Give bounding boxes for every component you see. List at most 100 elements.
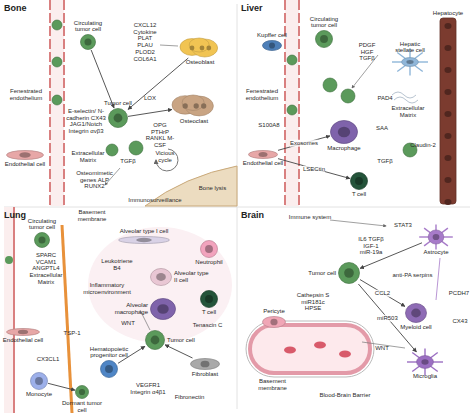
annotation-label: TSP-1 bbox=[60, 330, 84, 337]
cell-body bbox=[101, 361, 118, 378]
cell-nucleus bbox=[444, 45, 451, 51]
cell-nucleus bbox=[201, 103, 206, 108]
cell-label: Circulating tumor cell bbox=[25, 218, 59, 231]
blood-vessel bbox=[250, 325, 370, 373]
panel-title: Brain bbox=[241, 210, 264, 220]
hepatocyte-band bbox=[440, 18, 456, 204]
annotation-label: WNT bbox=[118, 320, 138, 327]
arrow-connector bbox=[278, 136, 330, 150]
edge-label: CCL2 bbox=[375, 290, 390, 297]
cell-node: Alveolar macrophage bbox=[150, 298, 176, 320]
cell-label: Kupffer cell bbox=[254, 32, 290, 39]
cell-node: Alveolar type I cell bbox=[118, 236, 170, 244]
cell-nucleus bbox=[444, 199, 451, 205]
vessel-lumen bbox=[4, 207, 14, 413]
cell-body bbox=[406, 304, 427, 323]
annotation-label: Cathepsin S miR181c HPSE bbox=[295, 292, 331, 312]
cell-nucleus bbox=[270, 319, 277, 326]
cell-node: Hematopoietic progenitor cell bbox=[100, 360, 118, 378]
organ-panel: LungCirculating tumor cellAlveolar type … bbox=[0, 207, 237, 413]
cell-nucleus bbox=[19, 152, 30, 158]
arrow-connector bbox=[278, 159, 350, 179]
annotation-label: Blood-Brain Barrier bbox=[315, 392, 375, 399]
cell-body bbox=[31, 373, 48, 390]
cell-node: Osteoblast bbox=[180, 38, 220, 58]
cell-body bbox=[201, 241, 218, 258]
leader-line bbox=[160, 45, 178, 46]
arrow-connector bbox=[48, 383, 75, 390]
cell-node: Myeloid cell bbox=[405, 303, 427, 323]
cell-shape bbox=[80, 34, 96, 50]
cell-shape bbox=[410, 352, 440, 372]
astrocyte-process bbox=[436, 258, 440, 300]
basement-membrane bbox=[246, 321, 374, 377]
cell-body bbox=[402, 58, 419, 67]
cell-shape bbox=[34, 232, 50, 248]
cell-body bbox=[151, 269, 172, 286]
cell-nucleus bbox=[157, 304, 168, 314]
annotation-label: Tenascin C bbox=[190, 322, 225, 329]
cell-label: Tumor cell bbox=[167, 337, 201, 344]
cell-shape bbox=[338, 262, 360, 284]
cell-node: Pericyte bbox=[262, 316, 286, 328]
cell-body bbox=[182, 95, 204, 110]
annotation-label: CX3CL1 bbox=[36, 356, 60, 363]
annotation-label: Leukotriene B4 bbox=[100, 258, 134, 271]
cell-node: Neutrophil bbox=[200, 240, 218, 258]
cell-node: Kupffer cell bbox=[262, 40, 282, 51]
annotation-label: PDGF HGF TGFβ bbox=[355, 42, 379, 62]
cell-node: Endothelial cell bbox=[248, 150, 278, 159]
cell-nucleus bbox=[201, 361, 210, 368]
cell-label: Alveolar macrophage bbox=[108, 302, 148, 315]
cell-body bbox=[146, 331, 165, 350]
cell-body bbox=[249, 151, 278, 159]
cell-body bbox=[191, 359, 220, 370]
cell-nucleus bbox=[269, 42, 275, 48]
cell-shape bbox=[75, 385, 89, 399]
cell-body bbox=[35, 233, 50, 248]
cell-node: Hepatocyte bbox=[440, 18, 456, 204]
red-blood-cell bbox=[339, 351, 351, 358]
cell-node: Microglia bbox=[410, 352, 440, 372]
cell-body bbox=[76, 386, 89, 399]
cell-nucleus bbox=[18, 330, 28, 334]
cell-nucleus bbox=[79, 389, 85, 395]
cell-node: Endothelial cell bbox=[6, 150, 44, 160]
cell-shape bbox=[422, 226, 450, 248]
vessel-wall bbox=[13, 207, 15, 413]
cell-shape bbox=[150, 268, 172, 286]
cell-nucleus bbox=[433, 234, 440, 240]
cell-node: Alveolar type II cell bbox=[150, 268, 172, 286]
cell-node: Circulating tumor cell bbox=[80, 34, 96, 50]
annotation-label: LOX bbox=[140, 95, 160, 102]
annotation-label: SAA bbox=[372, 125, 392, 132]
annotation-label: CX43 bbox=[450, 318, 470, 325]
annotation-label: E-selectin/ N-cadherin CX43 JAG1/Notch I… bbox=[66, 108, 106, 135]
annotation-label: PCDH7 bbox=[448, 290, 470, 297]
annotation-label: Extracellular Matrix bbox=[388, 105, 428, 118]
annotation-label: Immune system bbox=[285, 214, 335, 221]
cell-body bbox=[263, 41, 282, 51]
cell-node: Endothelial cell bbox=[6, 328, 40, 336]
annotation-label: Fibronectin bbox=[172, 394, 207, 401]
cell-node: Tumor cell bbox=[338, 262, 360, 284]
cell-shape bbox=[145, 330, 165, 350]
tumor-cell-symbol bbox=[52, 57, 62, 67]
organ-panel: LiverKupffer cellCirculating tumor cellH… bbox=[237, 0, 474, 206]
cell-shape bbox=[180, 38, 220, 58]
cell-body bbox=[316, 31, 333, 48]
cell-body bbox=[119, 237, 170, 244]
cell-nucleus bbox=[200, 46, 205, 51]
organ-panel: BoneCirculating tumor cellOsteoblastOste… bbox=[0, 0, 237, 206]
cell-label: Monocyte bbox=[22, 391, 56, 398]
annotation-label: Fenestrated endothelium bbox=[241, 88, 283, 101]
cell-label: Hepatocyte bbox=[428, 10, 468, 17]
cell-shape bbox=[262, 316, 286, 328]
cell-label: T cell bbox=[194, 309, 224, 316]
cell-shape bbox=[440, 18, 456, 204]
cell-node: Dormant tumor cell bbox=[75, 385, 89, 399]
cell-shape bbox=[200, 240, 218, 258]
cell-node: T cell bbox=[350, 172, 368, 190]
cell-nucleus bbox=[114, 114, 123, 123]
cell-label: Fibroblast bbox=[185, 371, 225, 378]
